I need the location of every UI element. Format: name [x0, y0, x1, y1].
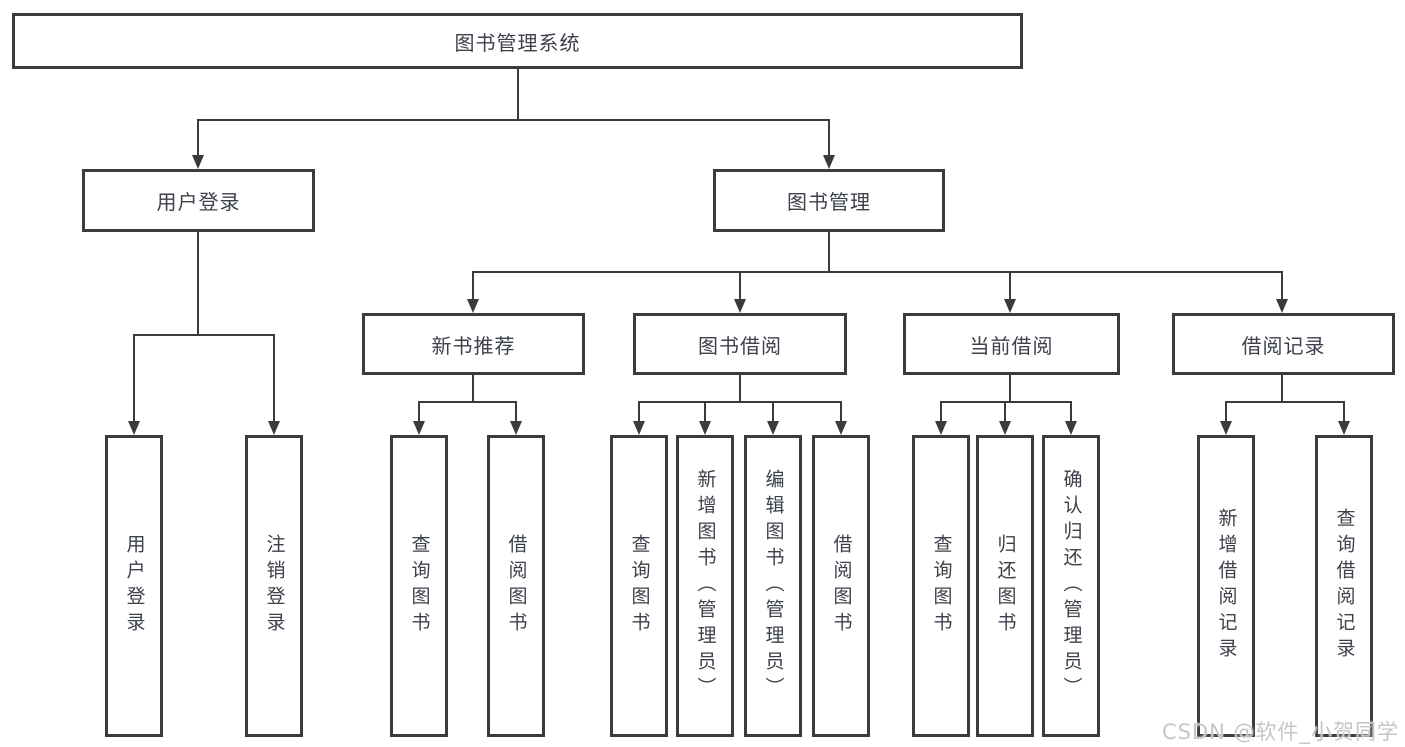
- connector-vline: [472, 375, 474, 402]
- leaf-edit-book-admin: 编辑图书（管理员）: [744, 435, 802, 737]
- arrow-down-icon: [1276, 299, 1288, 313]
- arrow-down-icon: [192, 155, 204, 169]
- arrow-down-icon: [268, 421, 280, 435]
- arrow-down-icon: [633, 421, 645, 435]
- connector-vline: [133, 335, 135, 421]
- arrow-down-icon: [1338, 421, 1350, 435]
- arrow-down-icon: [699, 421, 711, 435]
- connector-vline: [273, 335, 275, 421]
- node-book-management: 图书管理: [713, 169, 945, 232]
- connector-vline: [1281, 375, 1283, 402]
- arrow-down-icon: [999, 421, 1011, 435]
- arrow-down-icon: [835, 421, 847, 435]
- leaf-query-borrow-record: 查询借阅记录: [1315, 435, 1373, 737]
- connector-vline: [1070, 402, 1072, 421]
- leaf-borrow-books-borrowing: 借阅图书: [812, 435, 870, 737]
- node-borrowing-records: 借阅记录: [1172, 313, 1395, 375]
- connector-hline: [638, 401, 842, 403]
- connector-vline: [1009, 272, 1011, 299]
- connector-hline: [133, 334, 275, 336]
- leaf-logout: 注销登录: [245, 435, 303, 737]
- leaf-user-login: 用户登录: [105, 435, 163, 737]
- leaf-query-books-borrowing: 查询图书: [610, 435, 668, 737]
- csdn-watermark: CSDN @软件_小贺同学: [1161, 720, 1399, 744]
- arrow-down-icon: [128, 421, 140, 435]
- connector-vline: [197, 120, 199, 155]
- connector-vline: [739, 375, 741, 402]
- connector-hline: [1225, 401, 1345, 403]
- connector-vline: [1225, 402, 1227, 421]
- connector-vline: [472, 272, 474, 299]
- node-book-borrowing: 图书借阅: [633, 313, 847, 375]
- arrow-down-icon: [1220, 421, 1232, 435]
- arrow-down-icon: [1004, 299, 1016, 313]
- arrow-down-icon: [510, 421, 522, 435]
- arrow-down-icon: [935, 421, 947, 435]
- connector-vline: [739, 272, 741, 299]
- arrow-down-icon: [734, 299, 746, 313]
- leaf-confirm-return-admin: 确认归还（管理员）: [1042, 435, 1100, 737]
- connector-vline: [418, 402, 420, 421]
- node-user-login: 用户登录: [82, 169, 315, 232]
- arrow-down-icon: [823, 155, 835, 169]
- node-new-book-recommend: 新书推荐: [362, 313, 585, 375]
- node-current-borrowing: 当前借阅: [903, 313, 1120, 375]
- leaf-borrow-books-recommend: 借阅图书: [487, 435, 545, 737]
- node-book-management-system: 图书管理系统: [12, 13, 1023, 69]
- arrow-down-icon: [467, 299, 479, 313]
- arrow-down-icon: [1065, 421, 1077, 435]
- connector-vline: [1343, 402, 1345, 421]
- connector-vline: [828, 120, 830, 155]
- leaf-query-books-recommend: 查询图书: [390, 435, 448, 737]
- leaf-add-borrow-record: 新增借阅记录: [1197, 435, 1255, 737]
- connector-hline: [940, 401, 1072, 403]
- arrow-down-icon: [767, 421, 779, 435]
- connector-vline: [197, 231, 199, 335]
- arrow-down-icon: [413, 421, 425, 435]
- connector-hline: [472, 271, 1283, 273]
- connector-vline: [940, 402, 942, 421]
- connector-vline: [515, 402, 517, 421]
- connector-vline: [704, 402, 706, 421]
- connector-vline: [1281, 272, 1283, 299]
- connector-vline: [840, 402, 842, 421]
- connector-hline: [197, 119, 830, 121]
- connector-vline: [1004, 402, 1006, 421]
- leaf-query-books-current: 查询图书: [912, 435, 970, 737]
- leaf-return-books: 归还图书: [976, 435, 1034, 737]
- connector-vline: [828, 231, 830, 272]
- connector-vline: [772, 402, 774, 421]
- connector-vline: [517, 69, 519, 120]
- leaf-add-book-admin: 新增图书（管理员）: [676, 435, 734, 737]
- connector-hline: [418, 401, 517, 403]
- connector-vline: [1009, 375, 1011, 402]
- connector-vline: [638, 402, 640, 421]
